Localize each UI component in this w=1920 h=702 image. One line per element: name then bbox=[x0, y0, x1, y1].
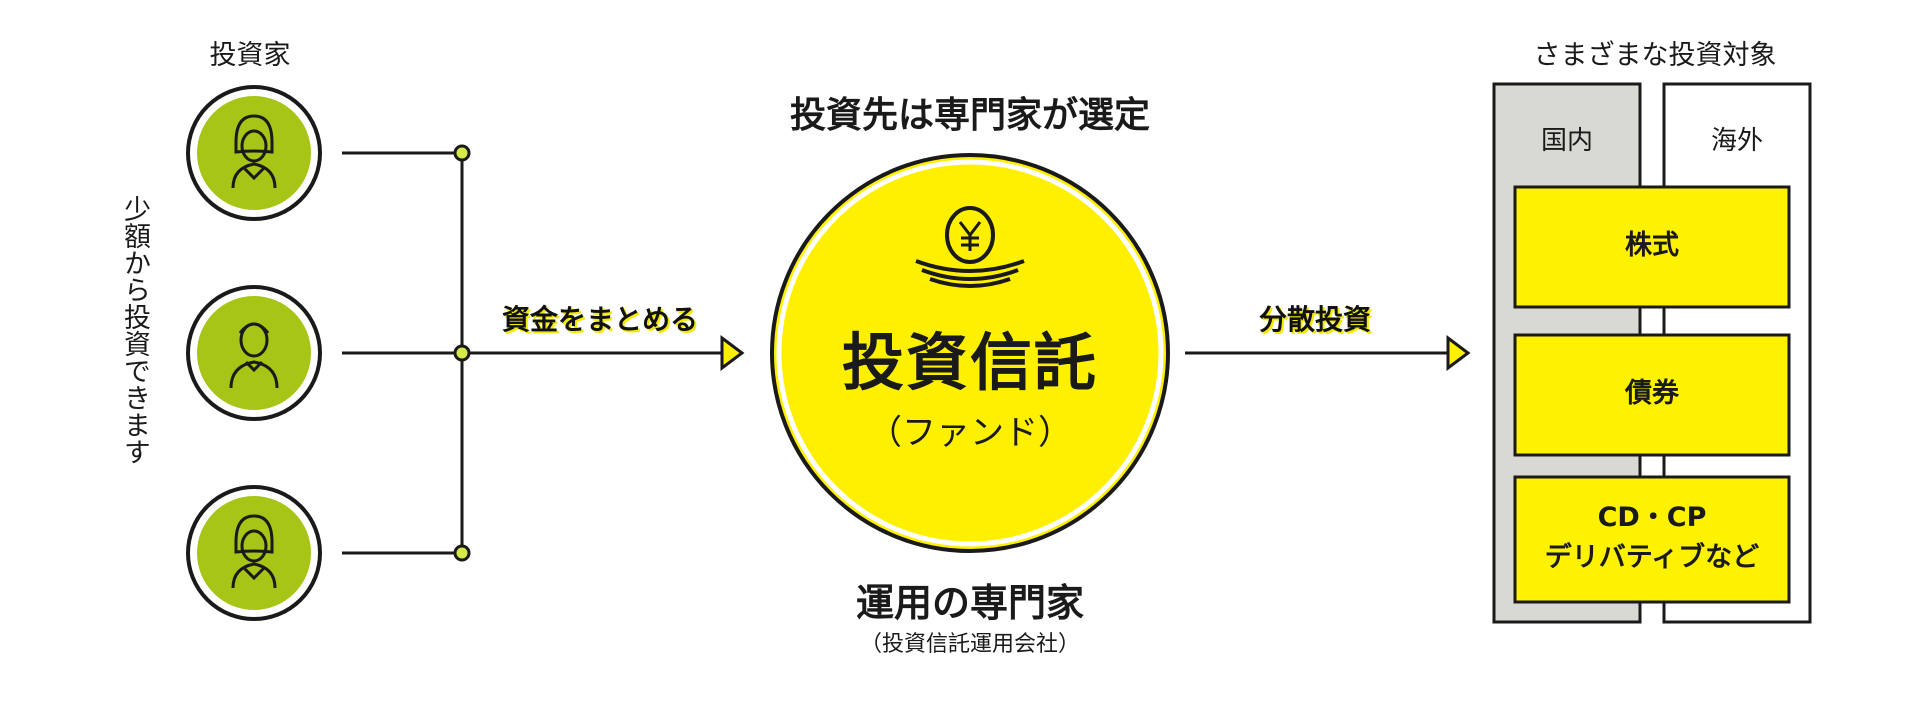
asset-stocks: 株式 bbox=[1625, 230, 1679, 261]
woman-icon bbox=[231, 114, 277, 189]
asset-bonds: 債券 bbox=[1625, 378, 1679, 409]
investor-2 bbox=[186, 285, 322, 421]
investors-label: 投資家 bbox=[209, 40, 291, 71]
asset-derivatives: デリバティブなど bbox=[1544, 542, 1760, 573]
woman-icon bbox=[231, 514, 277, 589]
investors-note: 少額から投資できます bbox=[119, 195, 150, 465]
collect-label: 資金をまとめる bbox=[501, 303, 698, 336]
arrow-head-collect bbox=[720, 335, 745, 371]
asset-cdcp: CD・CP bbox=[1597, 502, 1707, 533]
investor-3 bbox=[186, 485, 322, 621]
overseas-label: 海外 bbox=[1710, 126, 1763, 156]
diversify-label: 分散投資 bbox=[1258, 303, 1371, 336]
fund-heading: 投資先は専門家が選定 bbox=[789, 95, 1150, 136]
fund-circle bbox=[770, 153, 1170, 553]
investor-1 bbox=[186, 85, 322, 221]
domestic-label: 国内 bbox=[1540, 126, 1593, 156]
manager-title: 運用の専門家 bbox=[855, 581, 1084, 625]
arrow-head-diversify bbox=[1446, 335, 1471, 371]
man-icon bbox=[229, 322, 279, 389]
fund-subtitle: （ファンド） bbox=[868, 413, 1072, 453]
yen-egg-nest-icon bbox=[915, 206, 1025, 288]
targets-title: さまざまな投資対象 bbox=[1533, 40, 1777, 71]
collect-connector bbox=[342, 144, 730, 562]
fund-title: 投資信託 bbox=[841, 326, 1098, 399]
manager-subtitle: （投資信託運用会社） bbox=[859, 632, 1080, 657]
targets-frame bbox=[1492, 82, 1812, 624]
